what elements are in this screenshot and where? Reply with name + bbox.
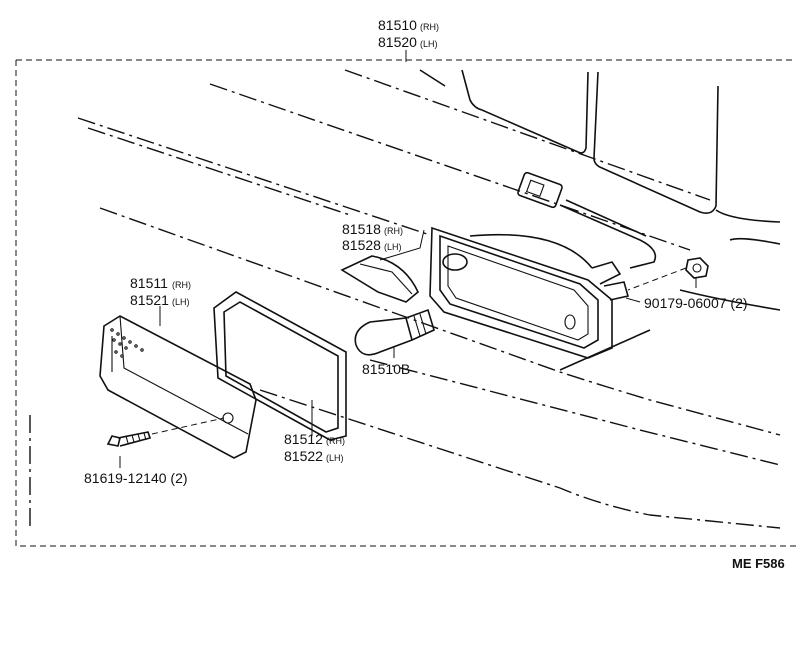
wire-connector: [517, 171, 657, 269]
lens-part-rh: 81511: [130, 275, 168, 291]
lamp-lens: [99, 315, 257, 459]
assembly-tag-lh: (LH): [420, 39, 438, 49]
assembly-tag-rh: (RH): [420, 22, 439, 32]
leader-lines: [119, 50, 697, 468]
vehicle-body-outline: [29, 69, 781, 530]
bulb-cover-part-rh: 81518: [342, 221, 381, 237]
bulb-icon: [354, 308, 435, 356]
gasket: [213, 291, 347, 441]
gasket-tag-lh: (LH): [326, 453, 344, 463]
bulb-cover-tag-lh: (LH): [384, 242, 402, 252]
screw-part: 81619-12140 (2): [84, 470, 188, 486]
bulb-cover: [340, 255, 419, 303]
gasket-part-rh: 81512: [284, 431, 323, 447]
bulb-cover-tag-rh: (RH): [384, 226, 403, 236]
assembly-part-lh: 81520: [378, 34, 417, 50]
lens-tag-lh: (LH): [172, 297, 190, 307]
lens-tag-rh: (RH): [172, 280, 191, 290]
assembly-part-rh: 81510: [378, 17, 417, 33]
diagram-code: ME F586: [732, 556, 785, 571]
nut-icon: [627, 257, 709, 291]
gasket-tag-rh: (RH): [326, 436, 345, 446]
lens-part-lh: 81521: [130, 292, 169, 308]
gasket-part-lh: 81522: [284, 448, 323, 464]
bulb-part: 81510B: [362, 361, 410, 377]
bulb-cover-part-lh: 81528: [342, 237, 381, 253]
screw-icon: [106, 417, 225, 447]
lamp-housing: [429, 226, 630, 359]
nut-part: 90179-06007 (2): [644, 295, 748, 311]
